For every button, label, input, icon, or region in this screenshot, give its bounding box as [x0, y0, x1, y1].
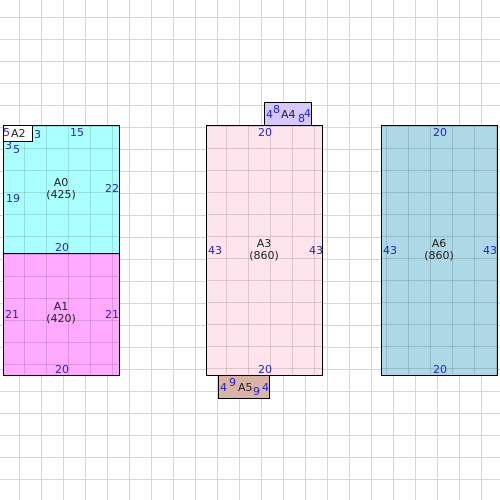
room-a6-area: (860): [424, 249, 454, 262]
room-a4-right-side-dim: 4: [304, 107, 311, 120]
room-a5-right-top-dim: 9: [253, 385, 260, 398]
room-a3-name: A3: [256, 237, 272, 250]
room-a3-right-dim: 43: [309, 244, 323, 257]
room-a3[interactable]: [206, 125, 323, 376]
room-a6-right-dim: 43: [483, 244, 497, 257]
room-a4-left-side-dim: 4: [266, 108, 273, 121]
room-a6[interactable]: [381, 125, 498, 376]
room-a2[interactable]: [3, 125, 33, 142]
room-a1-name: A1: [53, 300, 69, 313]
room-a6-grid: [382, 126, 497, 375]
room-a3-top-dim: 20: [258, 126, 272, 139]
room-a1-right-dim: 21: [105, 308, 119, 321]
room-a5-name: A5: [238, 381, 253, 394]
room-a0-top-dim: 15: [70, 126, 84, 139]
room-a1-left-dim: 21: [5, 308, 19, 321]
room-a0-right-dim: 22: [105, 182, 119, 195]
room-a2-left-dim: 3: [5, 139, 12, 152]
room-a0-bottom-dim: 20: [55, 241, 69, 254]
room-a3-left-dim: 43: [208, 244, 222, 257]
room-a5-right-side-dim: 4: [262, 381, 269, 394]
room-a3-area: (860): [249, 249, 279, 262]
room-a4-name: A4: [281, 108, 296, 121]
room-a6-left-dim: 43: [383, 244, 397, 257]
room-a0-left-dim: 19: [6, 192, 20, 205]
room-a6-name: A6: [431, 237, 447, 250]
room-a0[interactable]: [3, 125, 120, 254]
room-a2-right-dim: 3: [34, 128, 41, 141]
room-a5[interactable]: [218, 375, 270, 399]
room-a2-bottom-dim: 5: [13, 143, 20, 156]
room-a1[interactable]: [3, 253, 120, 376]
room-a0-grid: [4, 126, 119, 253]
room-a0-area: (425): [46, 188, 76, 201]
room-a0-name: A0: [53, 176, 69, 189]
room-a2-name: A2: [11, 127, 26, 140]
room-a3-grid: [207, 126, 322, 375]
room-a1-bottom-dim: 20: [55, 363, 69, 376]
room-a1-grid: [4, 254, 119, 375]
room-a4-left-top-dim: 8: [273, 103, 280, 116]
room-a4[interactable]: [264, 102, 312, 126]
room-a4-right-top-dim: 8: [298, 112, 305, 125]
room-a5-left-top-dim: 9: [229, 376, 236, 389]
room-a2-top-left-dim: 5: [3, 126, 10, 139]
room-a1-area: (420): [46, 312, 76, 325]
room-a6-bottom-dim: 20: [433, 363, 447, 376]
room-a6-top-dim: 20: [433, 126, 447, 139]
room-a5-left-side-dim: 4: [220, 381, 227, 394]
room-a3-bottom-dim: 20: [258, 363, 272, 376]
